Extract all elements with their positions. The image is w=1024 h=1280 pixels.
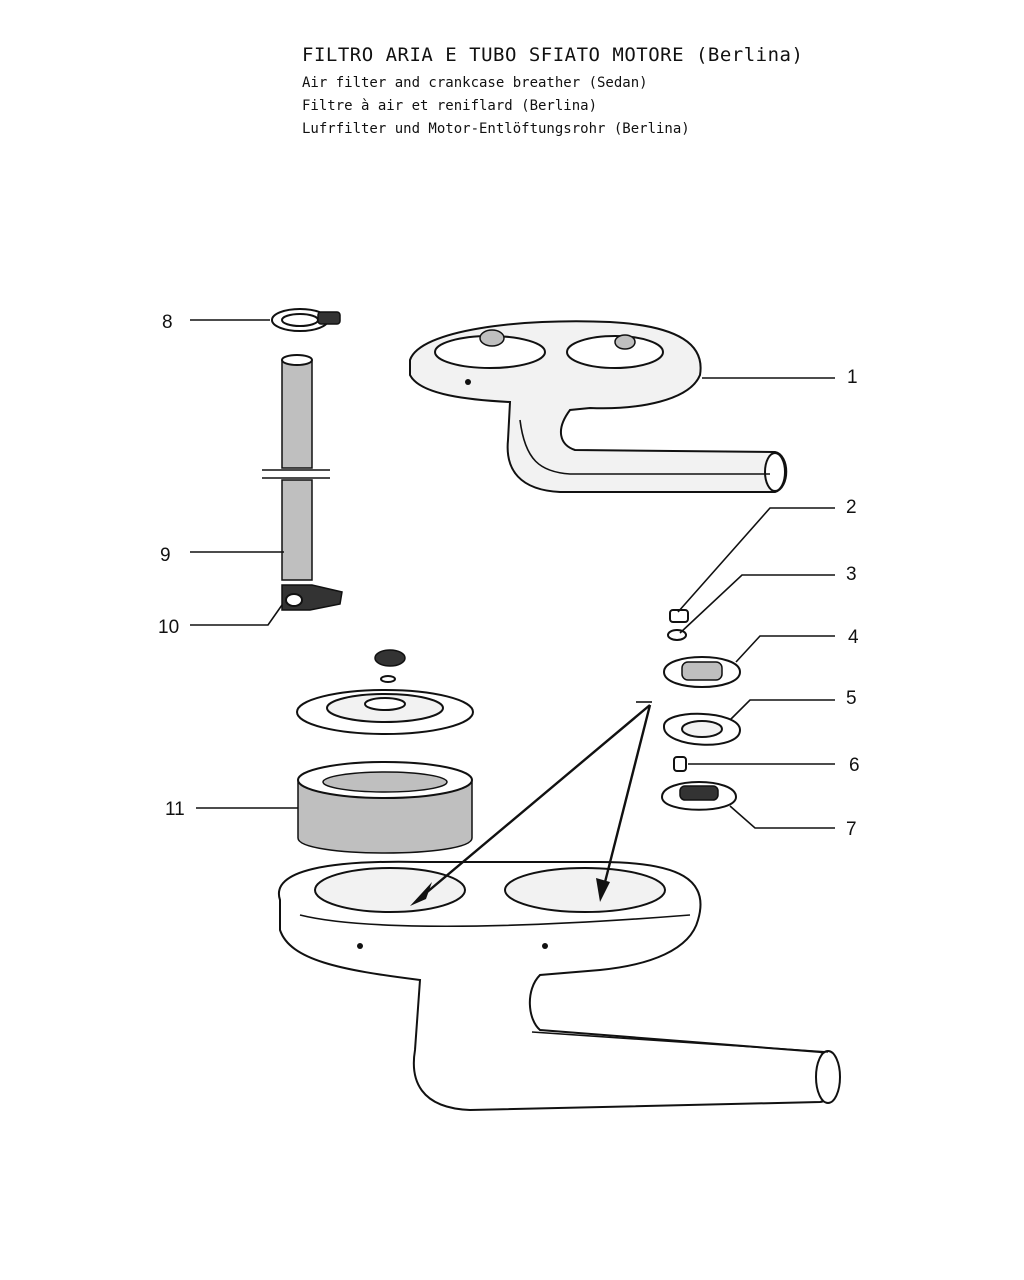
wing-nut-and-washer bbox=[374, 649, 406, 683]
callout-4: 4 bbox=[848, 627, 859, 648]
callout-1: 1 bbox=[847, 367, 858, 388]
part-7-base-grommet bbox=[660, 781, 738, 811]
subtitle-english: Air filter and crankcase breather (Sedan… bbox=[302, 75, 648, 91]
page-title: FILTRO ARIA E TUBO SFIATO MOTORE (Berlin… bbox=[302, 44, 804, 66]
filter-cover bbox=[296, 689, 474, 735]
callout-5: 5 bbox=[846, 688, 857, 709]
part-10-tube-bracket bbox=[281, 584, 343, 611]
leader-lines bbox=[190, 319, 835, 829]
part-5-gasket bbox=[662, 712, 742, 746]
callout-3: 3 bbox=[846, 564, 857, 585]
part-3-washer bbox=[667, 629, 687, 641]
callout-2: 2 bbox=[846, 497, 857, 518]
lower-filter-housing bbox=[277, 860, 841, 1112]
part-11-filter-element bbox=[297, 761, 473, 854]
callout-6: 6 bbox=[849, 755, 860, 776]
part-1-air-filter-assembly bbox=[409, 320, 788, 493]
subtitle-german: Lufrfilter und Motor-Entlöftungsrohr (Be… bbox=[302, 121, 690, 137]
callout-7: 7 bbox=[846, 819, 857, 840]
callout-labels: 1 2 3 4 5 6 7 8 9 10 11 bbox=[158, 312, 860, 840]
assembly-arrows bbox=[410, 701, 652, 906]
callout-8: 8 bbox=[162, 312, 173, 333]
part-8-hose-clamp bbox=[271, 308, 341, 332]
subtitle-french: Filtre à air et reniflard (Berlina) bbox=[302, 98, 598, 114]
part-6-spacer bbox=[673, 756, 687, 772]
callout-10: 10 bbox=[158, 617, 179, 638]
callout-11: 11 bbox=[165, 799, 185, 820]
title-block: FILTRO ARIA E TUBO SFIATO MOTORE (Berlin… bbox=[302, 44, 803, 141]
callout-9: 9 bbox=[160, 545, 171, 566]
part-9-breather-tube bbox=[262, 354, 330, 581]
part-4-grille-cover bbox=[662, 656, 742, 688]
